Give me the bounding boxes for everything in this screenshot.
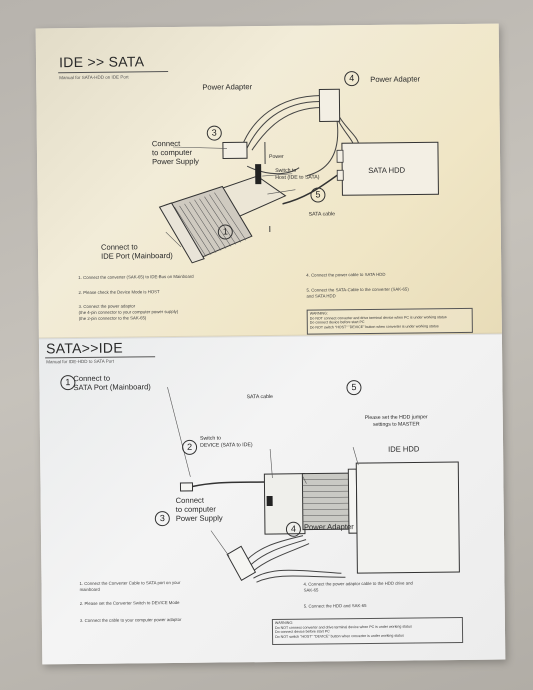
bottom-sata-port-label: Connect to SATA Port (Mainboard) [73,373,151,393]
top-sata-cable [282,174,338,205]
bottom-step-number-1: 1 [60,375,76,391]
top-diagram [158,88,439,264]
bottom-sata-cable [190,481,266,488]
bottom-step-number-4: 4 [285,521,302,537]
bottom-step-4: 4. Connect the power adaptor cable to th… [303,580,413,593]
bottom-ide-hdd-label: IDE HDD [388,444,420,454]
bottom-psu-connector [226,545,257,582]
ide-ribbon-cable [158,185,253,264]
bottom-switch-label: Switch to DEVICE (SATA to IDE) [199,435,253,449]
psu-connector [222,141,248,159]
sata-hdd-box [341,141,439,196]
ide-hdd-box [355,461,460,574]
bottom-jumper-label: Please set the HDD jumper settings to MA… [364,414,428,428]
sata-plug [179,482,194,492]
bottom-step-number-3: 3 [154,511,170,527]
bottom-step-number-5: 5 [346,380,362,396]
instruction-sheet: IDE >> SATA Manual for SATA-HDD on IDE P… [35,23,506,665]
bottom-step-1: 1. Connect the Converter Cable to SATA p… [79,579,181,593]
bottom-sata-cable-label: SATA cable [246,393,273,401]
bottom-step-number-2: 2 [181,439,198,455]
bottom-warning-box: WARNING: Do NOT connect converter and dr… [271,617,464,645]
bottom-connect-psu-label: Connect to computer Power Supply [175,495,223,524]
bottom-diagram [167,387,460,583]
bottom-warning-line: Do NOT switch "HOST" "DEVICE" button whe… [275,633,404,639]
bottom-power-adapter-label: Power Adapter [303,522,354,532]
power-adapter-connector [318,88,341,122]
